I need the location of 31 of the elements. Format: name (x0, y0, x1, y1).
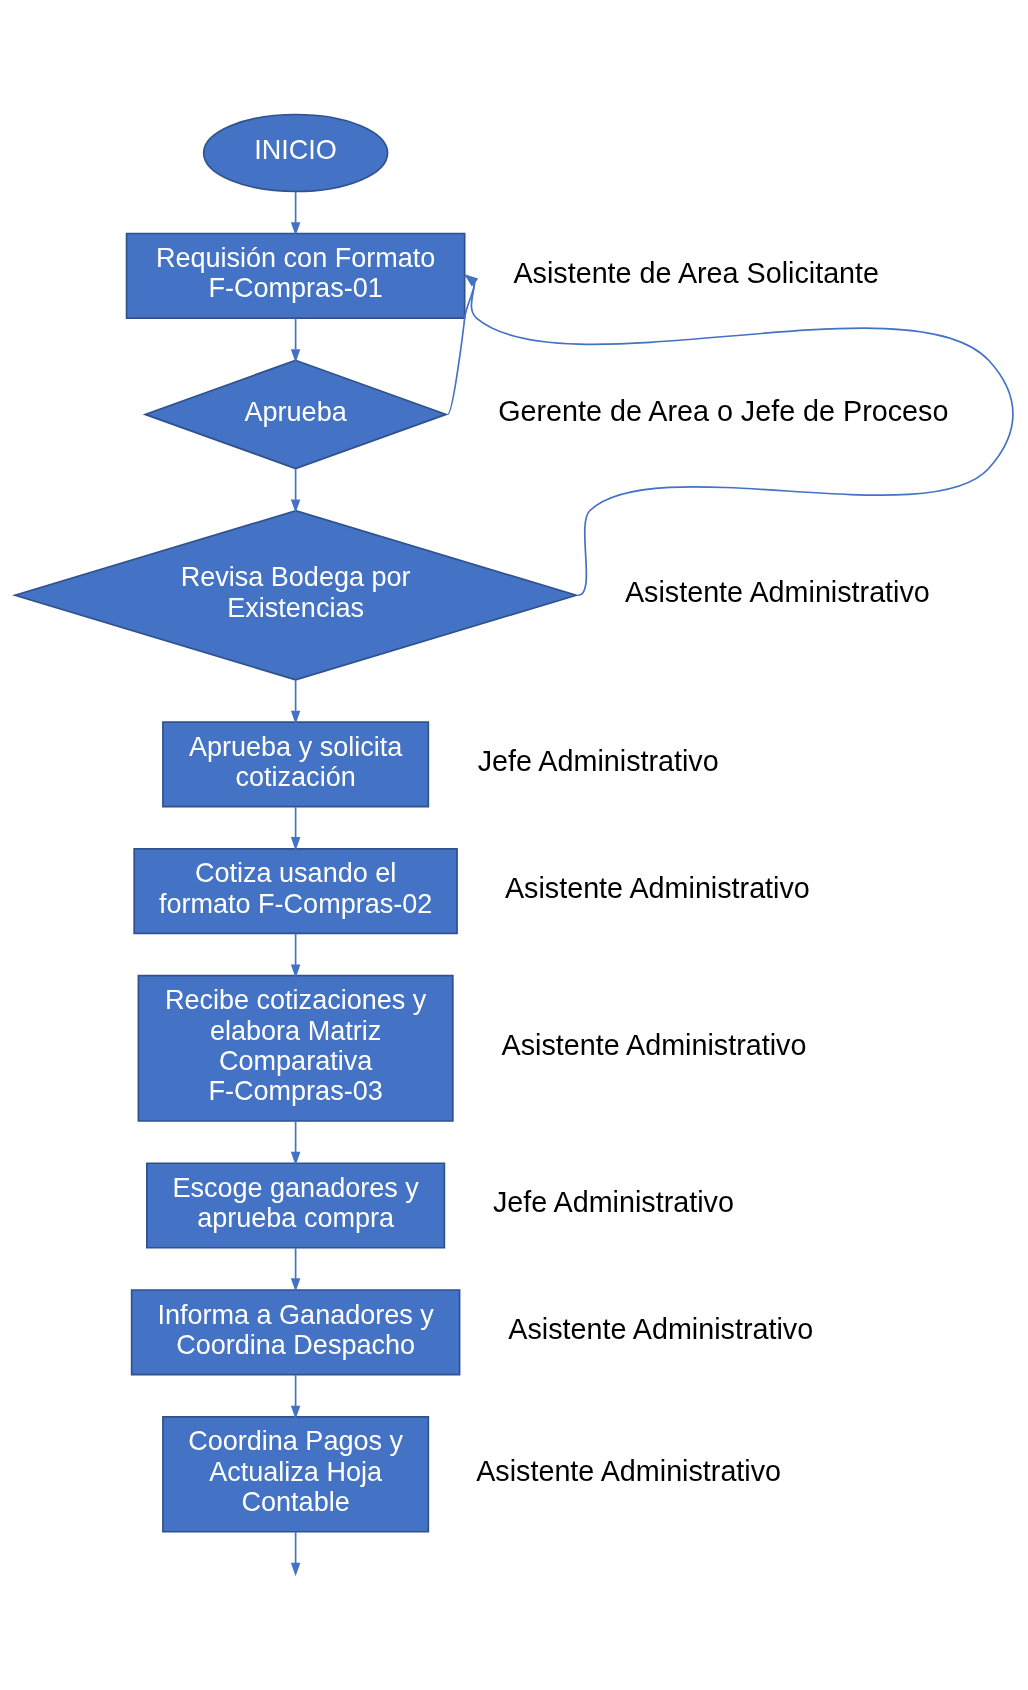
arrow (290, 806, 301, 851)
node-label: Asistente de Area Solicitante (513, 256, 880, 289)
node-label: Jefe Administrativo (492, 1186, 734, 1219)
arrow (290, 1373, 301, 1420)
node-diamond: Revisa Bodega por Existencias (12, 509, 580, 681)
arrow (290, 678, 301, 725)
node-label: Gerente de Area o Jefe de Proceso (498, 395, 949, 428)
arrow (290, 317, 301, 363)
node-box: Coordina Pagos y Actualiza Hoja Contable (162, 1415, 430, 1533)
arrow (290, 1531, 301, 1577)
node-label: Jefe Administrativo (477, 745, 719, 778)
node-ellipse: INICIO (202, 113, 389, 193)
arrow (290, 1120, 301, 1166)
node-box: Aprueba y solicita cotización (162, 721, 430, 808)
node-box: Requisión con Formato F-Compras-01 (125, 232, 466, 319)
node-label: Asistente Administrativo (508, 1313, 814, 1346)
arrow (464, 274, 1014, 597)
node-label: Asistente Administrativo (476, 1455, 782, 1488)
node-box: Cotiza usando el formato F-Compras-02 (133, 848, 458, 935)
node-box: Recibe cotizaciones y elabora Matriz Comparativa F-Compras-03 (137, 974, 454, 1122)
node-box: Escoge ganadores y aprueba compra (146, 1162, 446, 1249)
node-label: Asistente Administrativo (624, 576, 930, 609)
arrow (290, 468, 301, 513)
node-box: Informa a Ganadores y Coordina Despacho (130, 1289, 461, 1376)
arrow (446, 274, 479, 416)
arrow (290, 1247, 301, 1292)
arrow (290, 933, 301, 979)
node-label: Asistente Administrativo (501, 1029, 807, 1062)
node-diamond: Aprueba (142, 359, 449, 470)
node-label: Asistente Administrativo (504, 872, 810, 905)
arrow (290, 190, 301, 236)
